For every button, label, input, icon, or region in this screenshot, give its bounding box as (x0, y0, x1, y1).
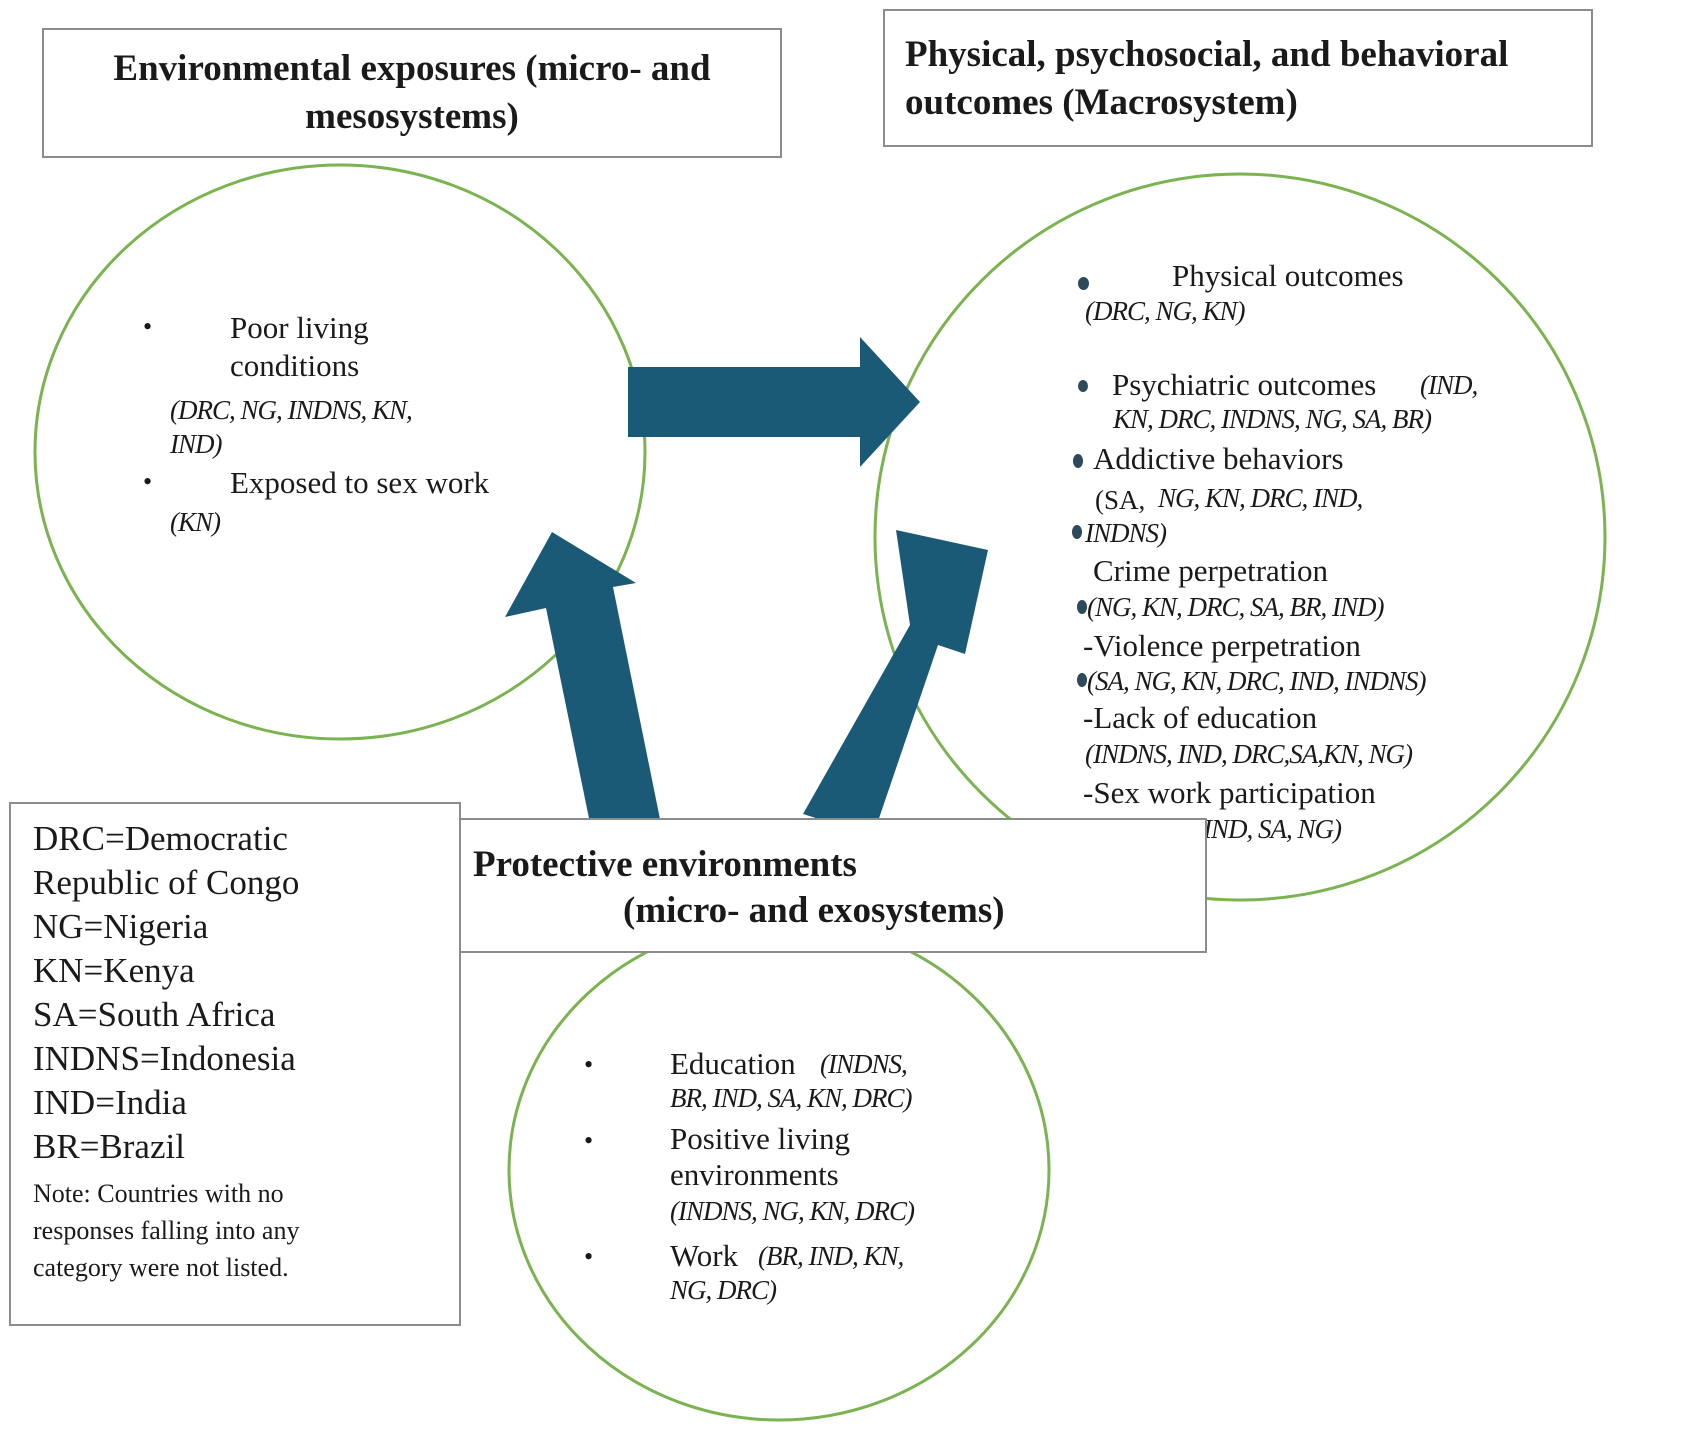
work-countries-line2: NG, DRC) (670, 1275, 777, 1305)
sex-work-participation-label: -Sex work participation (1083, 775, 1376, 810)
environmental-exposures-box: Environmental exposures (micro- and meso… (42, 28, 782, 158)
psychiatric-countries-line2: KN, DRC, INDNS, NG, SA, BR) (1113, 404, 1432, 434)
bullet-dot (1078, 277, 1089, 290)
legend-line: SA=South Africa (33, 995, 276, 1034)
legend-line: INDNS=Indonesia (33, 1039, 296, 1078)
crime-perpetration-label: Crime perpetration (1093, 553, 1328, 588)
crime-countries: (NG, KN, DRC, SA, BR, IND) (1087, 592, 1384, 622)
outcomes-circle (873, 172, 1607, 902)
bullet-dot (1077, 673, 1087, 687)
legend-line: IND=India (33, 1083, 187, 1122)
arrow-protective-to-exposures (505, 532, 661, 838)
education-label: Education (670, 1046, 796, 1081)
sex-work-countries: IND, SA, NG) (1203, 814, 1342, 844)
environmental-exposures-title: Environmental exposures (micro- and meso… (113, 48, 711, 137)
legend-line: DRC=Democratic (33, 819, 288, 858)
violence-countries: (SA, NG, KN, DRC, IND, INDNS) (1087, 666, 1427, 696)
exposed-sex-work-countries: (KN) (170, 507, 221, 537)
poor-living-label-line2: conditions (230, 348, 360, 383)
outcomes-title-line1: Physical, psychosocial, and behavioral (905, 34, 1509, 75)
bullet-dot (1077, 600, 1087, 614)
outcomes-title-line2: outcomes (Macrosystem) (905, 82, 1298, 123)
addictive-countries-line2: INDNS) (1085, 518, 1167, 548)
protective-title-line2: (micro- and exosystems) (623, 890, 1005, 931)
legend-line: NG=Nigeria (33, 907, 209, 946)
legend-line: BR=Brazil (33, 1127, 185, 1166)
psychiatric-countries-line1: (IND, (1420, 370, 1478, 400)
poor-living-countries-line2: IND) (170, 429, 222, 459)
bullet-dot (1072, 525, 1082, 539)
work-label: Work (670, 1238, 739, 1273)
physical-outcomes-countries: (DRC, NG, KN) (1085, 296, 1246, 326)
exposed-sex-work-label: Exposed to sex work (230, 465, 490, 500)
arrow-protective-to-outcomes (803, 530, 988, 836)
poor-living-countries-line1: (DRC, NG, INDNS, KN, (170, 395, 413, 425)
addictive-countries-plain: (SA, (1095, 485, 1146, 515)
bullet-dot (1073, 454, 1083, 468)
bullet: • (584, 1126, 594, 1155)
positive-living-label-line2: environments (670, 1157, 839, 1192)
violence-perpetration-label: -Violence perpetration (1083, 628, 1361, 663)
physical-outcomes-label: Physical outcomes (1172, 258, 1404, 293)
legend-box: DRC=Democratic Republic of Congo NG=Nige… (9, 802, 461, 1326)
legend-note-line: Note: Countries with no (33, 1179, 284, 1208)
work-countries-line1: (BR, IND, KN, (758, 1241, 904, 1271)
education-countries-line1: (INDNS, (820, 1049, 908, 1079)
legend-note-line: category were not listed. (33, 1253, 289, 1282)
addictive-countries-line1: NG, KN, DRC, IND, (1158, 483, 1363, 513)
legend-line: Republic of Congo (33, 863, 300, 902)
environmental-circle (33, 163, 647, 741)
education-countries-line2: BR, IND, SA, KN, DRC) (670, 1083, 912, 1113)
bullet: • (584, 1050, 594, 1079)
positive-living-countries: (INDNS, NG, KN, DRC) (670, 1196, 915, 1226)
protective-title-line1: Protective environments (473, 844, 857, 885)
bullet-dot (1078, 380, 1088, 392)
addictive-behaviors-label: Addictive behaviors (1093, 441, 1344, 476)
poor-living-label-line1: Poor living (230, 310, 369, 345)
lack-of-education-label: -Lack of education (1083, 700, 1318, 735)
arrow-exposures-to-outcomes (628, 337, 920, 467)
legend-line: KN=Kenya (33, 951, 195, 990)
outcomes-box: Physical, psychosocial, and behavioral o… (883, 9, 1593, 147)
psychiatric-outcomes-label: Psychiatric outcomes (1112, 367, 1377, 402)
bullet: • (143, 312, 153, 341)
bullet: • (584, 1242, 594, 1271)
bullet: • (143, 467, 153, 496)
protective-environments-box: Protective environments (micro- and exos… (453, 818, 1207, 953)
education-countries: (INDNS, IND, DRC,SA,KN, NG) (1085, 739, 1413, 769)
positive-living-label-line1: Positive living (670, 1121, 850, 1156)
legend-note-line: responses falling into any (33, 1216, 300, 1245)
